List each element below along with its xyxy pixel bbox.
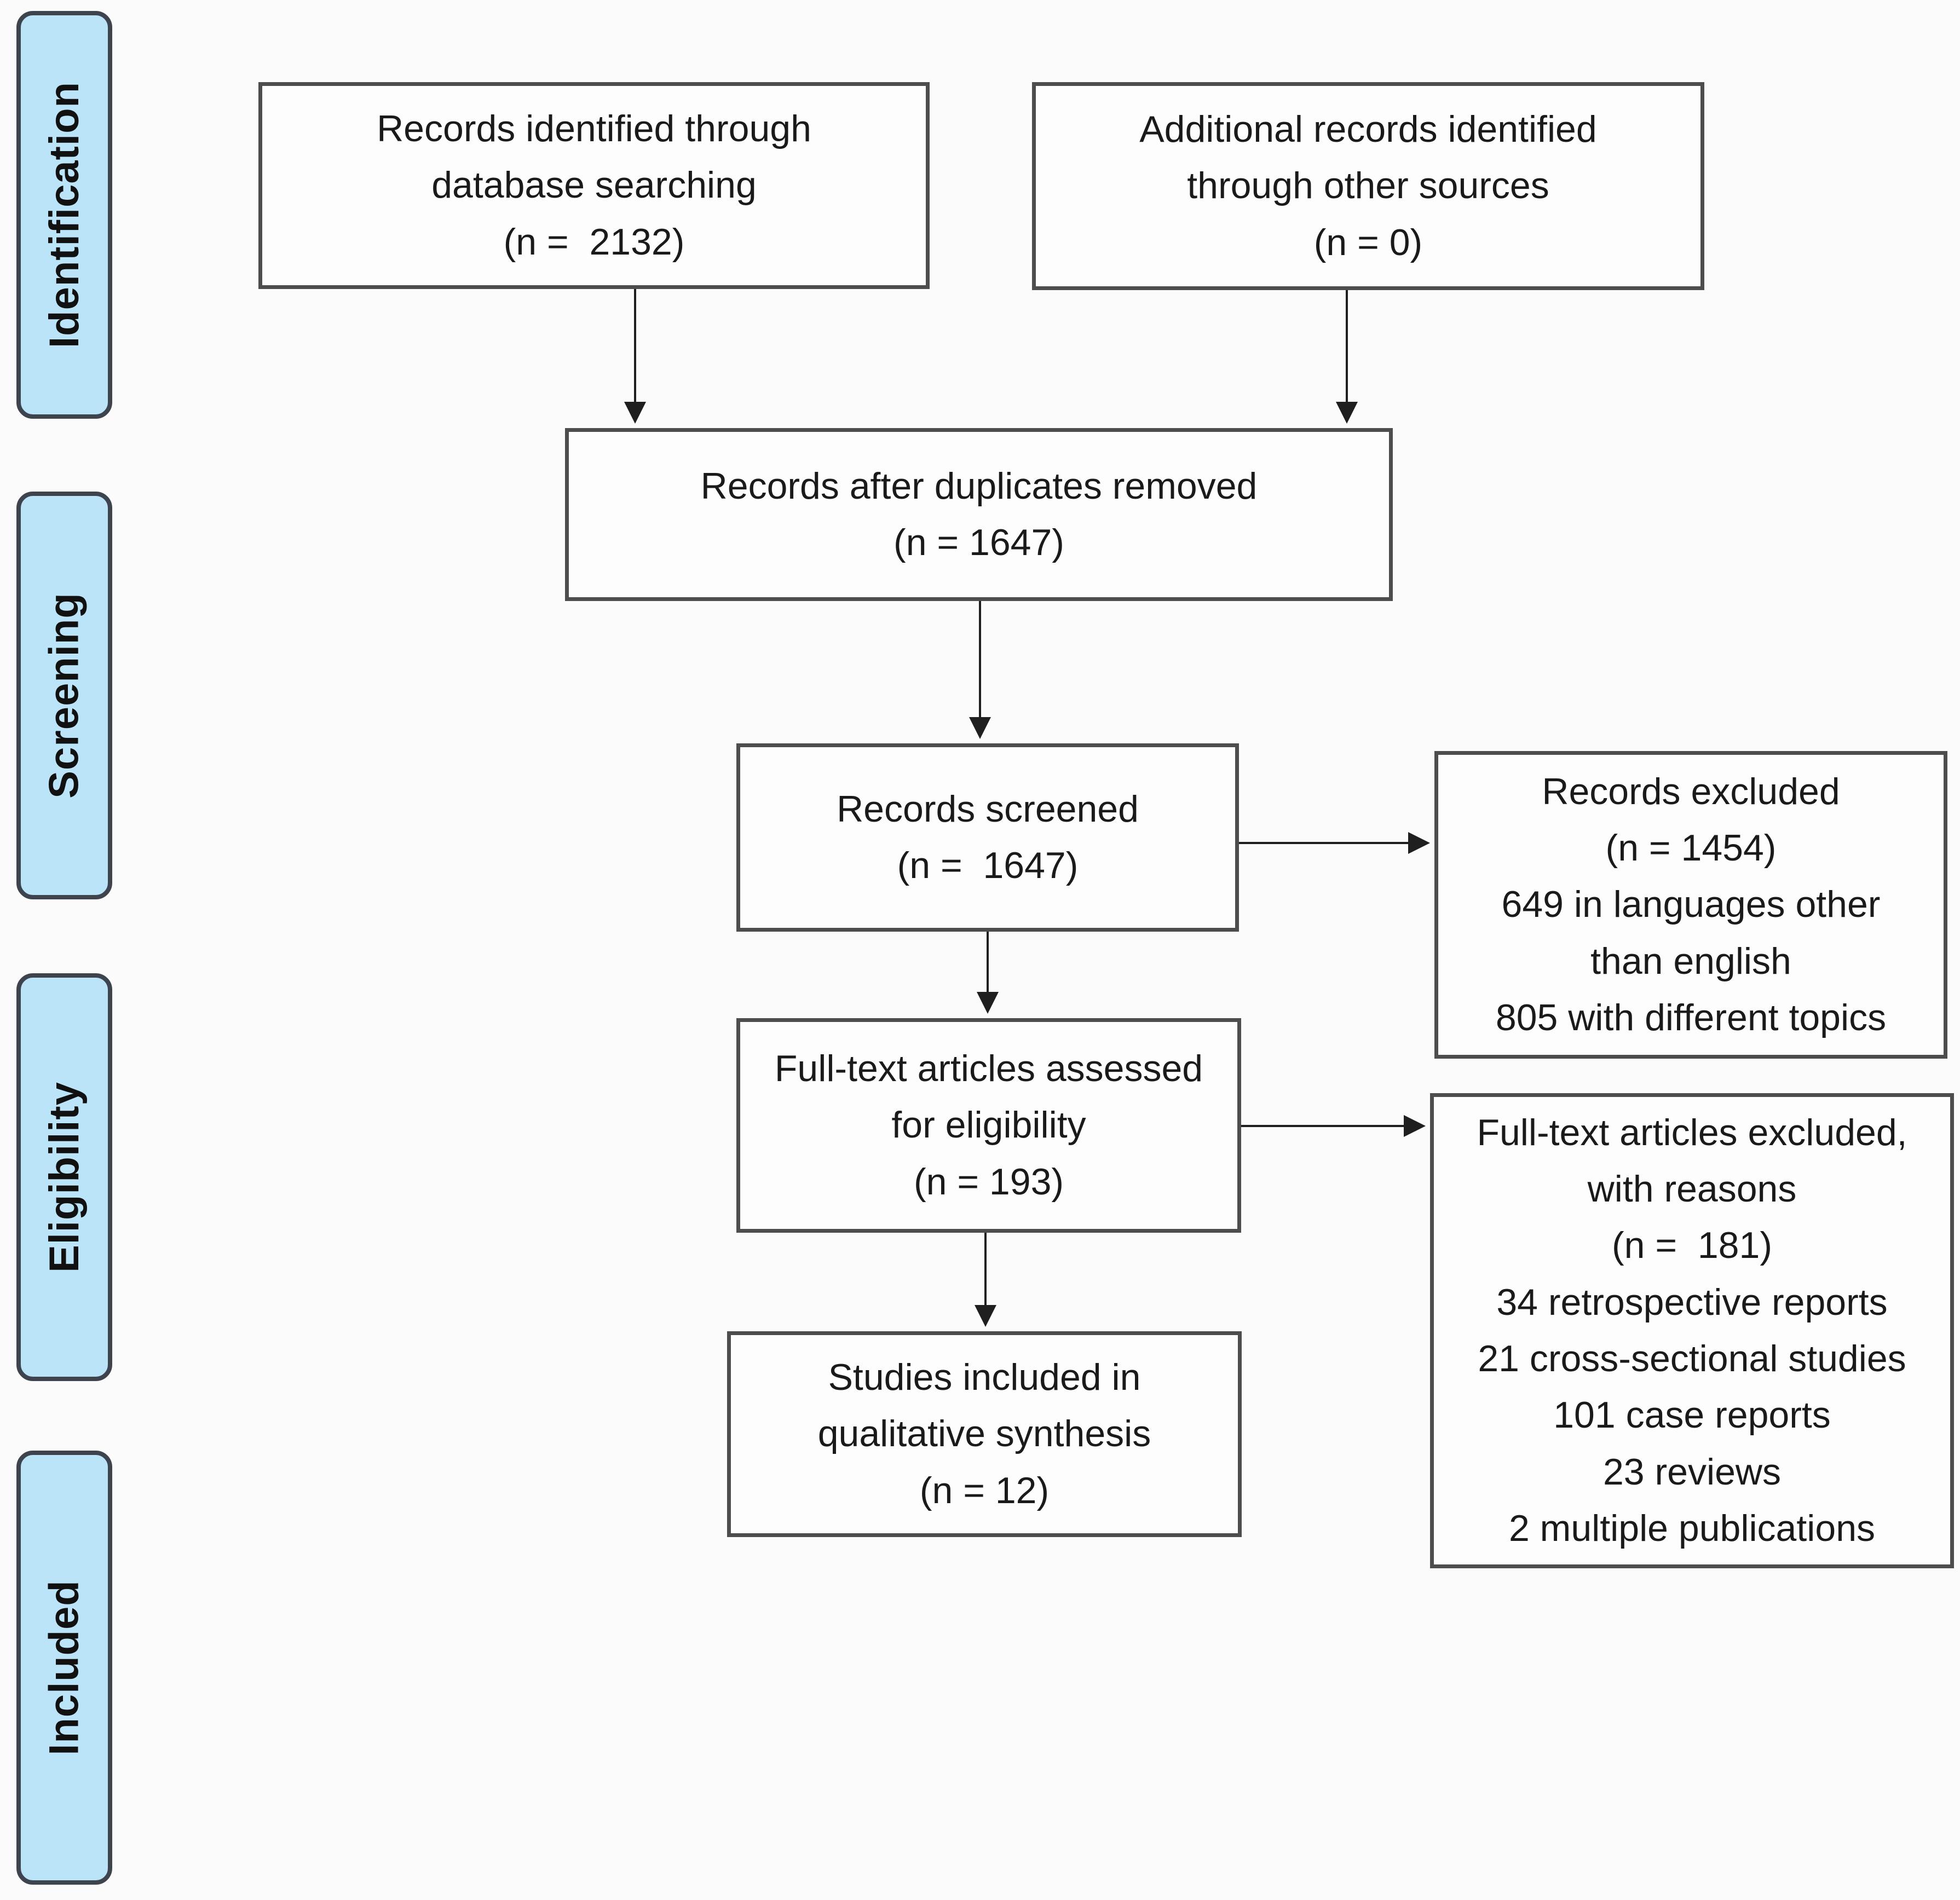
box-line: Records excluded <box>1542 770 1840 812</box>
box-after-duplicates: Records after duplicates removed (n = 16… <box>565 428 1393 601</box>
box-line: (n = 0) <box>1313 221 1423 263</box>
box-line: 805 with different topics <box>1495 997 1887 1039</box>
box-fulltext-assessed: Full-text articles assessed for eligibil… <box>736 1018 1241 1233</box>
box-line: Records after duplicates removed <box>700 465 1258 507</box>
box-line: Full-text articles assessed <box>774 1047 1203 1089</box>
phase-screening-label: Screening <box>41 592 88 799</box>
box-additional-records: Additional records identified through ot… <box>1032 82 1704 290</box>
phase-identification-label: Identification <box>41 82 88 348</box>
phase-eligibility-label: Eligibility <box>41 1082 88 1273</box>
box-records-screened: Records screened (n = 1647) <box>736 743 1239 932</box>
box-line: (n = 12) <box>919 1469 1050 1511</box>
box-line: (n = 193) <box>913 1160 1064 1203</box>
box-line: (n = 1647) <box>893 522 1064 563</box>
box-line: 21 cross-sectional studies <box>1478 1338 1906 1379</box>
phase-screening: Screening <box>16 492 112 899</box>
box-line: Full-text articles excluded, <box>1477 1111 1907 1153</box>
box-records-excluded: Records excluded (n = 1454) 649 in langu… <box>1434 751 1947 1059</box>
box-line: with reasons <box>1587 1168 1797 1210</box>
box-line: (n = 1454) <box>1605 827 1777 869</box>
box-line: Additional records identified <box>1139 108 1597 150</box>
box-line: Studies included in <box>828 1356 1141 1398</box>
box-line: through other sources <box>1187 165 1549 207</box>
box-line: 23 reviews <box>1602 1451 1782 1493</box>
box-fulltext-excluded: Full-text articles excluded, with reason… <box>1430 1093 1954 1568</box>
box-line: for eligibility <box>891 1104 1086 1146</box>
box-line: qualitative synthesis <box>817 1413 1151 1455</box>
box-line: Records screened <box>837 788 1139 830</box>
box-line: 649 in languages other <box>1501 883 1881 926</box>
box-studies-included: Studies included in qualitative synthesi… <box>727 1331 1242 1537</box>
box-line: 101 case reports <box>1553 1394 1831 1436</box>
phase-included-label: Included <box>41 1580 88 1755</box>
box-line: Records identified through <box>377 107 811 149</box>
box-line: 34 retrospective reports <box>1496 1281 1888 1323</box>
phase-included: Included <box>16 1451 112 1885</box>
phase-eligibility: Eligibility <box>16 973 112 1381</box>
box-line: than english <box>1590 940 1791 982</box>
box-line: database searching <box>431 164 757 206</box>
phase-identification: Identification <box>16 11 112 419</box>
box-line: 2 multiple publications <box>1508 1508 1876 1550</box>
box-line: (n = 2132) <box>503 221 685 263</box>
box-line: (n = 181) <box>1612 1225 1772 1267</box>
box-records-identified: Records identified through database sear… <box>258 82 930 289</box>
box-line: (n = 1647) <box>897 845 1079 886</box>
